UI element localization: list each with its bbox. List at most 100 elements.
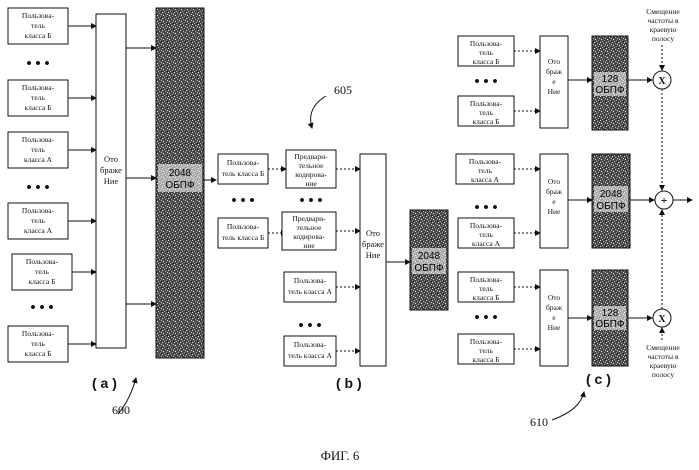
ref-605: 605: [334, 83, 352, 97]
c-summer: +: [655, 191, 673, 209]
svg-text:Пользова-: Пользова-: [22, 135, 55, 144]
svg-text:Пользова-: Пользова-: [470, 39, 503, 48]
a-ellipsis-3: • • •: [30, 300, 53, 316]
svg-text:Ото: Ото: [548, 177, 561, 186]
b-ifft-2048-block: 2048 ОБПФ: [410, 210, 448, 310]
svg-text:браже: браже: [100, 165, 122, 175]
a-ellipsis-1: • • •: [26, 56, 49, 72]
svg-text:ОБПФ: ОБПФ: [595, 319, 625, 330]
a-user-box-6: Пользова- тель класса Б: [8, 326, 68, 362]
svg-text:Ото: Ото: [548, 293, 561, 302]
svg-text:Пользова-: Пользова-: [26, 257, 59, 266]
a-user-box-1: Пользова- тель класса Б: [8, 8, 68, 44]
svg-text:тель: тель: [478, 166, 492, 175]
svg-text:тель класса А: тель класса А: [288, 287, 332, 296]
svg-text:Пользова-: Пользова-: [22, 329, 55, 338]
c3-user-box-2: Пользова- тель класса Б: [458, 334, 514, 364]
svg-text:Пользова-: Пользова-: [22, 83, 55, 92]
section-a: Пользова- тель класса Б • • • Пользова- …: [8, 8, 204, 417]
b-precode-box-1: Предвари- тельное кодирова- ние: [286, 150, 336, 188]
label-a: ( a ): [92, 375, 117, 391]
svg-text:кодирова-: кодирова-: [293, 232, 325, 241]
c-group-1: Пользова- тель класса Б • • • Пользова- …: [458, 36, 652, 130]
svg-text:класса Б: класса Б: [25, 103, 52, 112]
c3-ifft-128-block: 128 ОБПФ: [592, 270, 628, 366]
svg-text:тель: тель: [31, 216, 45, 225]
svg-text:класса Б: класса Б: [29, 277, 56, 286]
svg-text:класса Б: класса Б: [473, 293, 500, 302]
b-mapping-block: Ото браже Ние: [360, 154, 386, 366]
svg-text:класса А: класса А: [472, 239, 501, 248]
c-group-3: Пользова- тель класса Б • • • Пользова- …: [458, 270, 652, 366]
c-group-2: Пользова- тель класса А • • • Пользова- …: [456, 154, 654, 248]
svg-text:ОБПФ: ОБПФ: [414, 263, 444, 274]
c1-mapping-block: Ото браж е Ние: [540, 36, 568, 128]
b-ellipsis-1: • • •: [231, 193, 254, 209]
svg-text:Предвари-: Предвари-: [294, 152, 328, 161]
a-user-box-3: Пользова- тель класса А: [8, 132, 68, 168]
svg-text:+: +: [661, 193, 668, 207]
shift-label-top: Смещение частоты в краевую полосу: [646, 7, 680, 43]
ref-600: 600: [112, 403, 130, 417]
svg-text:ОБПФ: ОБПФ: [595, 85, 625, 96]
c2-ifft-2048-block: 2048 ОБПФ: [592, 154, 630, 248]
c2-user-box-1: Пользова- тель класса А: [456, 154, 514, 184]
svg-text:ние: ние: [303, 241, 315, 250]
figure-caption: ФИГ. 6: [321, 448, 360, 463]
svg-text:ОБПФ: ОБПФ: [165, 180, 195, 191]
svg-text:Пользова-: Пользова-: [294, 276, 327, 285]
svg-text:Пользова-: Пользова-: [227, 222, 260, 231]
svg-text:Ние: Ние: [104, 176, 119, 186]
svg-text:X: X: [658, 314, 666, 325]
svg-text:частоты в: частоты в: [648, 16, 679, 25]
svg-text:краевую: краевую: [650, 361, 677, 370]
svg-text:класса А: класса А: [24, 155, 53, 164]
svg-text:класса Б: класса Б: [473, 117, 500, 126]
svg-text:Пользова-: Пользова-: [22, 11, 55, 20]
svg-text:Пользова-: Пользова-: [470, 275, 503, 284]
a-user-box-4: Пользова- тель класса А: [8, 203, 68, 239]
svg-text:2048: 2048: [169, 168, 192, 179]
svg-text:класса А: класса А: [471, 175, 500, 184]
svg-text:Ние: Ние: [548, 87, 561, 96]
a-user-box-2: Пользова- тель класса Б: [8, 80, 68, 116]
svg-text:ние: ние: [305, 179, 317, 188]
b-user-box-1: Пользова- тель класса Б: [218, 154, 268, 184]
svg-text:тельное: тельное: [299, 161, 325, 170]
label-b: ( b ): [336, 375, 362, 391]
svg-text:тель: тель: [479, 108, 493, 117]
svg-text:тель: тель: [35, 267, 49, 276]
svg-text:класса Б: класса Б: [473, 355, 500, 364]
svg-text:класса А: класса А: [24, 226, 53, 235]
b-user-box-2: Пользова- тель класса Б: [218, 218, 268, 248]
b-precode-box-2: Предвари- тельное кодирова- ние: [282, 212, 336, 250]
section-c: Пользова- тель класса Б • • • Пользова- …: [456, 7, 692, 429]
svg-text:тель: тель: [479, 230, 493, 239]
svg-text:Пользова-: Пользова-: [22, 206, 55, 215]
svg-text:тель класса Б: тель класса Б: [222, 233, 265, 242]
shift-label-bottom: Смещение частоты в краевую полосу: [646, 343, 680, 379]
svg-text:тель: тель: [31, 145, 45, 154]
svg-text:тель: тель: [31, 339, 45, 348]
c-top-multiplier: X: [653, 71, 671, 89]
svg-text:браж: браж: [546, 67, 563, 76]
svg-text:2048: 2048: [418, 251, 441, 262]
svg-text:Смещение: Смещение: [646, 7, 680, 16]
a-ifft-2048-block: 2048 ОБПФ: [156, 8, 204, 358]
svg-text:Ото: Ото: [104, 154, 118, 164]
a-ellipsis-2: • • •: [26, 180, 49, 196]
c-bottom-multiplier: X: [653, 309, 671, 327]
svg-text:тель: тель: [479, 48, 493, 57]
svg-text:тель класса А: тель класса А: [288, 351, 332, 360]
svg-text:Пользова-: Пользова-: [470, 337, 503, 346]
svg-text:браж: браж: [546, 187, 563, 196]
c2-mapping-block: Ото браж е Ние: [540, 154, 568, 248]
c1-ellipsis: • • •: [474, 74, 497, 90]
svg-text:тель: тель: [479, 284, 493, 293]
svg-text:Пользова-: Пользова-: [470, 221, 503, 230]
svg-text:Предвари-: Предвари-: [292, 214, 326, 223]
svg-text:128: 128: [602, 308, 619, 319]
c1-user-box-2: Пользова- тель класса Б: [458, 96, 514, 126]
svg-text:Пользова-: Пользова-: [227, 158, 260, 167]
